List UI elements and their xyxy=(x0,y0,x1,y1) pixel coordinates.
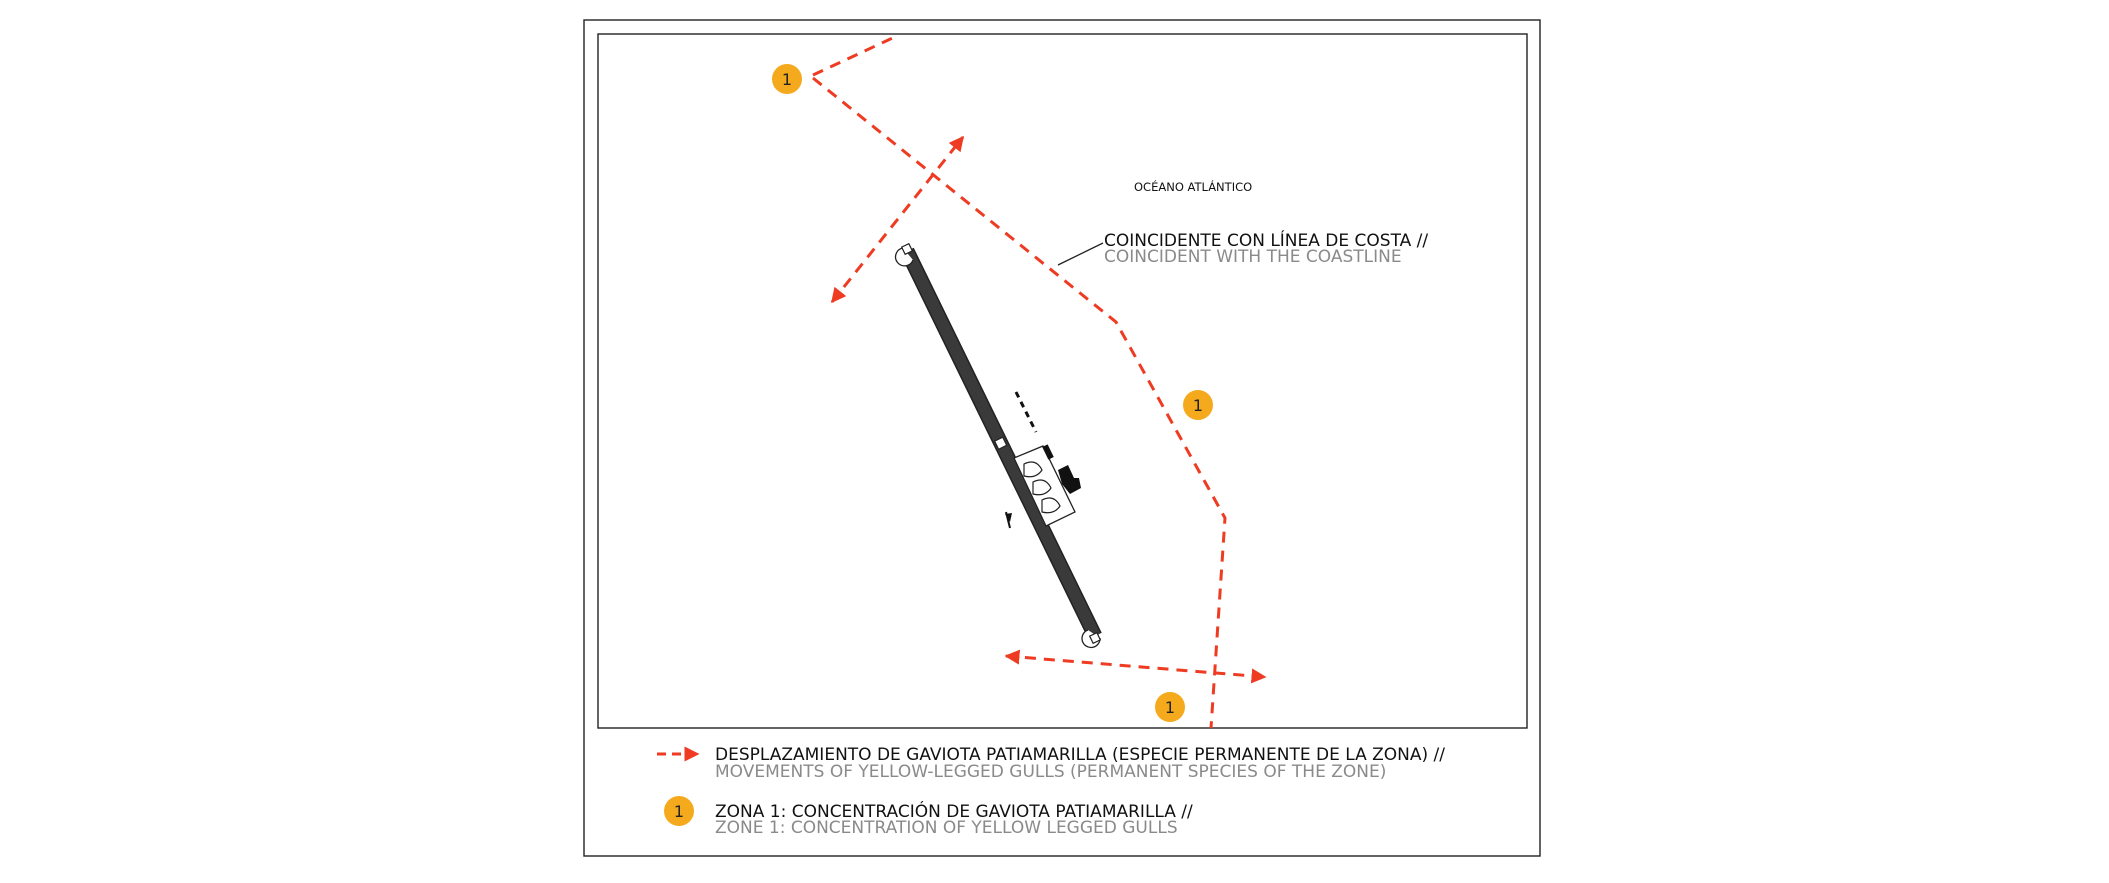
legend-zone-en: ZONE 1: CONCENTRATION OF YELLOW LEGGED G… xyxy=(715,818,1178,838)
ocean-label: OCÉANO ATLÁNTICO xyxy=(1134,179,1252,194)
svg-text:1: 1 xyxy=(782,70,792,89)
zone-badge-east: 1 xyxy=(1183,390,1213,420)
legend-movement-en: MOVEMENTS OF YELLOW-LEGGED GULLS (PERMAN… xyxy=(715,762,1386,782)
taxiway-marks xyxy=(1005,391,1038,529)
legend-zone-badge: 1 xyxy=(664,796,694,826)
zone-badge-north: 1 xyxy=(772,64,802,94)
coastline-path xyxy=(812,76,1227,729)
movement-arrow-diagonal xyxy=(830,135,965,304)
zone-badge-south: 1 xyxy=(1155,692,1185,722)
svg-text:1: 1 xyxy=(674,802,684,821)
map-frame xyxy=(597,33,1528,729)
legend-movement-es: DESPLAZAMIENTO DE GAVIOTA PATIAMARILLA (… xyxy=(715,745,1445,765)
legend-zone-es: ZONA 1: CONCENTRACIÓN DE GAVIOTA PATIAMA… xyxy=(715,800,1193,822)
apron-terminal xyxy=(1013,444,1081,527)
svg-text:1: 1 xyxy=(1165,698,1175,717)
legend: DESPLAZAMIENTO DE GAVIOTA PATIAMARILLA (… xyxy=(657,745,1445,838)
coast-label-en: COINCIDENT WITH THE COASTLINE xyxy=(1104,247,1402,267)
svg-text:1: 1 xyxy=(1193,396,1203,415)
outer-frame xyxy=(583,19,1541,857)
top-dashed-segment xyxy=(812,33,900,77)
coast-label-es: COINCIDENTE CON LÍNEA DE COSTA // xyxy=(1104,229,1428,251)
movement-arrow-horizontal xyxy=(1004,649,1267,684)
coast-leader-line xyxy=(1057,242,1104,266)
runway xyxy=(894,242,1102,649)
